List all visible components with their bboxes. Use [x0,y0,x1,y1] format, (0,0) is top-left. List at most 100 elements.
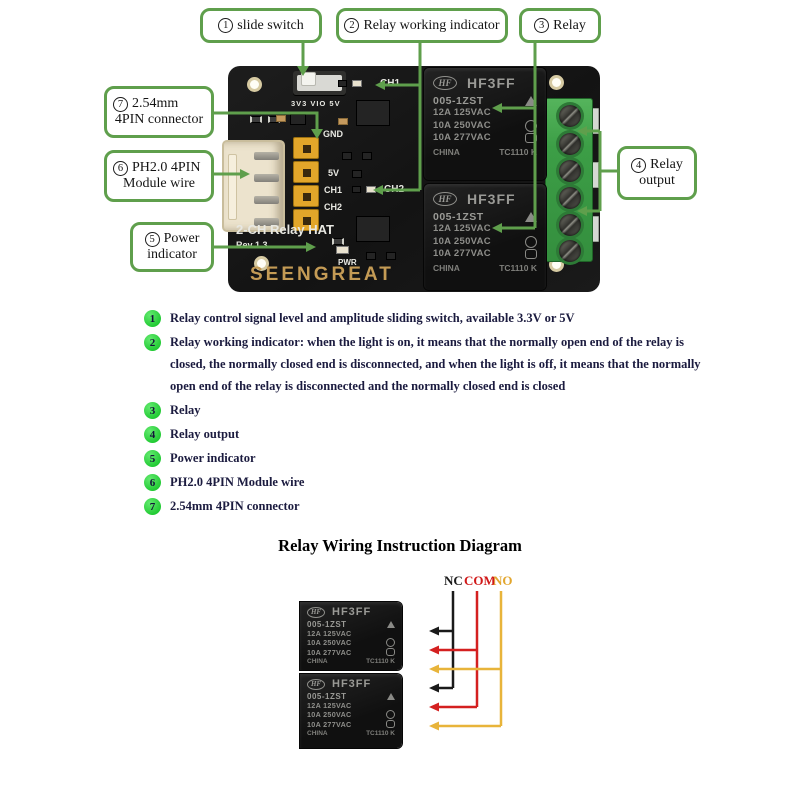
callout-label: 2.54mm [132,96,179,111]
note-text: 2.54mm 4PIN connector [170,499,300,513]
notes-list: 1 Relay control signal level and amplitu… [144,307,704,519]
ul-mark-icon [525,249,537,260]
terminal-screw [559,240,581,262]
note-text: Relay output [170,427,240,441]
arrowhead [429,683,439,693]
callout-number: 3 [534,18,550,33]
terminal-screw [559,214,581,236]
arrowhead [429,626,439,636]
com-wire [437,591,479,709]
relay-rating: 10A 250VAC [433,235,491,247]
ch2-silkscreen: CH2 [384,184,405,195]
relay-rating: 10A 277VAC [433,132,491,143]
callout-number: 5 [144,231,160,247]
ch2-pin-silkscreen: CH2 [324,202,343,212]
relay-rating: 10A 277VAC [307,647,352,657]
mounting-hole [247,77,262,92]
smd-component [352,186,361,193]
callout-label: slide switch [237,17,304,33]
header-pin-ch1 [293,185,319,207]
cqc-mark-icon [525,119,537,132]
power-led [336,246,349,254]
note-item: 1 Relay control signal level and amplitu… [144,307,704,329]
no-wire [437,591,503,728]
note-text: Power indicator [170,451,256,465]
switch-scale-silkscreen: 3V3 VIO 5V [291,99,341,108]
cert-triangle-icon [525,212,537,222]
smd-component [352,170,362,178]
hf-logo-icon: HF [433,192,457,206]
socket-pin [254,196,279,204]
nc-wire [437,591,455,690]
smd-component [356,216,390,242]
note-text: Relay control signal level and amplitude… [170,311,575,325]
arrowhead [429,702,439,712]
callout-ph2-module-wire: 6 PH2.0 4PIN Module wire [104,150,214,202]
relay-model-label: 005-1ZST [433,95,484,107]
wiring-section-title: Relay Wiring Instruction Diagram [278,536,522,555]
ul-mark-icon [525,133,537,144]
relay-code-label: TC1110 K [366,657,395,665]
relay-rating: 10A 250VAC [307,638,352,648]
arrowhead [429,645,439,655]
note-item: 7 2.54mm 4PIN connector [144,495,704,517]
pwr-silkscreen: PWR [338,258,357,267]
relay-rating: 10A 277VAC [433,248,491,259]
callout-label: Relay [650,157,683,172]
callout-label: output [639,173,675,188]
relay-rating: 10A 277VAC [307,719,352,729]
relay-model-label: 005-1ZST [433,211,484,223]
wiring-diagram: HF HF3FF 005-1ZST 12A 125VAC 10A 250VAC … [0,560,800,800]
callout-label: indicator [147,247,197,262]
output-terminal-block [545,98,593,262]
nc-label: NC [444,573,463,588]
note-number-badge: 6 [144,474,161,491]
relay-origin-label: CHINA [433,146,460,157]
callout-number: 7 [113,96,128,112]
note-text: Relay working indicator: when the light … [170,335,701,393]
note-number-badge: 7 [144,498,161,515]
brand-logo: SEENGREAT [250,264,394,285]
header-pin-ch2 [293,209,319,231]
board-title-silkscreen: 2-CH Relay HAT [236,222,335,237]
callout-label: Power [163,231,200,246]
note-item: 6 PH2.0 4PIN Module wire [144,471,704,493]
relay-series-label: HF3FF [332,606,372,618]
socket-pin [254,218,279,226]
callout-relay: 3 Relay [519,8,601,43]
relay-model-label: 005-1ZST [307,692,347,701]
ul-mark-icon [386,720,395,729]
callout-label: PH2.0 4PIN [132,160,201,175]
relay-2-crop: HF HF3FF 005-1ZST 12A 125VAC 10A 250VAC … [300,674,402,748]
note-item: 4 Relay output [144,423,704,445]
note-text: PH2.0 4PIN Module wire [170,475,305,489]
product-photo: 3V3 VIO 5V CH1 CH2 [0,0,800,300]
cqc-mark-icon [525,235,537,248]
no-label: NO [493,573,513,588]
cqc-mark-icon [386,638,395,648]
terminal-screw [559,133,581,155]
callout-relay-working-indicator: 2 Relay working indicator [336,8,508,43]
hf-logo-icon: HF [307,678,325,690]
smd-component [290,114,306,125]
note-number-badge: 5 [144,450,161,467]
cqc-mark-icon [386,710,395,720]
relay-2: HF HF3FF 005-1ZST 12A 125VAC 10A 250VAC … [424,184,546,290]
ch1-pin-silkscreen: CH1 [324,185,343,195]
smd-component [276,115,286,122]
relay-rating: 10A 250VAC [433,119,491,131]
cert-triangle-icon [387,621,395,628]
terminal-screw [559,187,581,209]
relay-code-label: TC1110 K [366,729,395,737]
relay-1: HF HF3FF 005-1ZST 12A 125VAC 10A 250VAC … [424,68,546,180]
cert-triangle-icon [525,96,537,106]
note-item: 3 Relay [144,399,704,421]
relay-rating: 10A 250VAC [307,710,352,720]
header-pin-5v [293,161,319,183]
note-text: Relay [170,403,201,417]
smd-component [356,100,390,126]
hf-logo-icon: HF [307,606,325,618]
smd-component [362,152,372,160]
gnd-silkscreen: GND [323,129,343,139]
